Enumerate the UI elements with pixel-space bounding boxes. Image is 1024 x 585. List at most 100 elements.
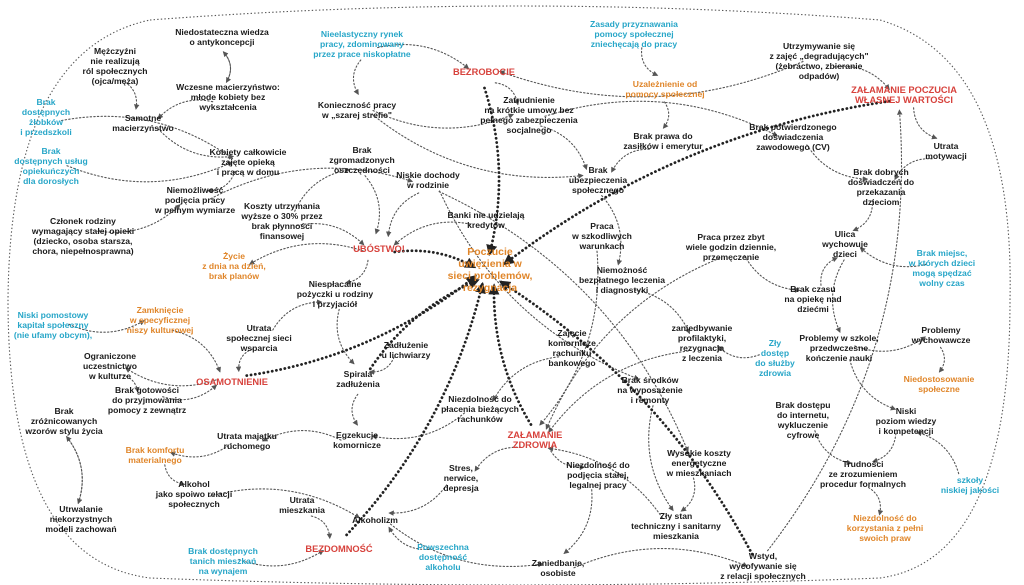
node-zalamanie-poczucia-wartosci: ZAŁAMANIE POCZUCIA WŁASNEJ WARTOŚCI [851,85,957,105]
node-kobiety-zajete-opieka: Kobiety całkowicie zajęte opieką i pracą… [209,147,287,177]
connection-arrow [494,82,520,106]
connection-arrow [492,356,560,402]
connection-arrow [831,259,845,334]
connection-arrow [388,526,430,550]
node-ulica-wychowuje: Ulica wychowuje dzieci [822,229,868,259]
connection-arrow [545,257,721,430]
node-utrata-mieszkania: Utrata mieszkania [279,495,325,515]
connection-arrow [310,515,333,540]
node-brak-srodkow-remonty: Brak środków na wyposażenie i remonty [617,375,683,405]
strong-connection-arrow [245,275,478,377]
node-brak-uslug-opiekunczych: Brak dostępnych usług opiekuńczych dla d… [14,146,88,186]
node-brak-komfortu-materialnego: Brak komfortu materialnego [125,445,185,465]
connection-arrow [157,99,214,120]
node-niezdolnosc-placenia-rachunkow: Niezdolność do płacenia bieżących rachun… [441,394,519,424]
node-ograniczone-uczestnictwo: Ograniczone uczestnictwo w kulturze [83,351,137,381]
connection-arrow [393,221,472,246]
node-niemoznosc-pelnego-wymiaru: Niemożliwość podjęcia pracy w pełnym wym… [154,185,236,215]
node-zajecie-komornicze: Zajęcie komornicze rachunku bankowego [548,328,596,368]
node-utrata-sieci-wsparcia: Utrata społecznej sieci wsparcia [226,323,292,353]
node-niemoznosc-leczenia: Niemożność bezpłatnego leczenia i diagno… [579,265,665,295]
connection-arrow [573,548,749,569]
strong-connection-arrow [368,278,480,371]
strong-connection-arrow [483,86,501,257]
strong-connection-arrow [498,280,754,556]
connection-arrow [372,109,515,129]
node-spirala-zadluzenia: Spirala zadłużenia [336,369,380,389]
node-czlonek-rodziny-opieka: Członek rodziny wymagający stałej opieki… [31,216,135,256]
node-niskie-dochody: Niskie dochody w rodzinie [396,170,460,190]
node-brak-gotowosci-pomoc: Brak gotowości do przyjmowania pomocy z … [107,385,187,415]
node-niezdolnosc-praw: Niezdolność do korzystania z pełni swoic… [846,513,924,543]
node-egzekucje-komornicze: Egzekucje komornicze [333,430,381,450]
node-wczesne-macierzynstwo: Wczesne macierzyństwo: młode kobiety bez… [176,82,280,112]
connection-arrow [248,243,364,265]
connection-arrow [938,346,945,373]
node-osamotnienie: OSAMOTNIENIE [196,377,268,387]
node-zycie-z-dnia-na-dzien: Życie z dnia na dzień, brak planów [202,251,266,281]
node-praca-zbyt-wiele-godzin: Praca przez zbyt wiele godzin dziennie, … [685,232,777,262]
node-brak-miejsc-dla-dzieci: Brak miejsc, w których dzieci mogą spędz… [908,248,976,288]
connection-arrow [238,550,325,567]
connection-arrow [548,350,689,433]
node-zaniedbanie-osobiste: Zaniedbanie, osobiste [531,558,585,578]
connection-arrow [235,348,253,373]
connection-arrow [498,60,804,98]
connection-arrow [544,100,779,137]
connection-arrow [540,125,588,171]
node-zamkniecie-w-niszy: Zamknięcie w specyficznej niszy kulturow… [126,305,194,335]
node-koszty-utrzymania: Koszty utrzymania wyższe o 30% przez bra… [241,201,323,241]
node-powszechna-dostepnosc-alkoholu: Powszechna dostępność alkoholu [417,542,469,572]
connection-arrow [294,167,351,212]
node-alkoholizm: Alkoholizm [352,515,398,525]
node-szara-strefa: Konieczność pracy w „szarej strefie" [317,100,397,120]
connection-arrow [364,175,380,235]
node-zalamanie-zdrowia: ZAŁAMANIE ZDROWIA [507,430,563,450]
node-brak-ubezpieczenia: Brak ubezpieczenia społecznego [568,165,628,195]
node-bezdomnosc: BEZDOMNOŚĆ [305,544,373,554]
connection-arrow [438,191,689,453]
node-brak-cv: Brak potwierdzonego doświadczenia zawodo… [749,122,837,152]
node-stres-depresja: Stres, nerwice, depresja [443,463,479,493]
node-nieelastyczny-rynek-pracy: Nieelastyczny rynek pracy, zdominowany p… [313,29,411,59]
node-niesplacalne-pozyczki: Niespłacalne pożyczki u rodziny i przyja… [296,279,374,309]
node-brak-dostepu-do-internetu: Brak dostępu do internetu, wykluczenie c… [775,400,831,440]
node-zajecia-degradujace: Utrzymywanie się z zajęć „degradujących"… [769,41,869,81]
node-niski-kapital-spoleczny: Niski pomostowy kapitał społeczny (nie u… [13,310,93,340]
connection-arrow [439,190,640,380]
node-samotne-macierzynstwo: Samotne macierzyństwo [112,113,174,133]
connection-arrow [162,384,218,401]
connection-arrow [867,486,884,516]
connection-arrow [716,345,760,359]
connection-arrow [262,430,342,442]
connection-arrow [164,464,186,487]
strong-connection-arrow [393,249,477,269]
node-utrata-motywacji: Utrata motywacji [925,141,967,161]
node-zaniedbywanie-profilaktyki: zaniedbywanie profilaktyki, rezygnacja z… [671,323,733,363]
node-problemy-w-szkole: Problemy w szkole, przedwczesne kończeni… [799,333,879,363]
connection-arrow [371,113,584,179]
connection-arrow [547,446,663,519]
connection-arrow [767,109,903,552]
node-niedostosowanie-spoleczne: Niedostosowanie społeczne [903,374,975,394]
node-zly-dostep-do-zdrowia: Zły dostęp do służby zdrowia [755,338,795,378]
connection-arrow [206,170,236,194]
connection-arrow [66,435,83,504]
connection-arrow [368,356,395,375]
connection-arrow [743,255,801,293]
strong-connection-arrow [345,281,486,537]
connection-arrow [210,167,414,200]
node-poczucie-uwiezienia: Poczucie uwięzienia w sieci problemów, r… [447,246,533,294]
node-uzaleznienie-od-pomocy: Uzależnienie od pomocy społecznej [625,79,705,99]
node-szkoly-niskiej-jakosci: szkoły niskiej jakości [940,475,1000,495]
connection-arrow [854,336,927,352]
node-ubostwo: UBÓSTWO! [353,244,405,254]
connection-arrow [171,329,221,373]
connection-arrow [371,412,466,440]
node-praca-szkodliwe-warunki: Praca w szkodliwych warunkach [572,221,632,251]
node-brak-zlobkow: Brak dostępnych żłobków i przedszkoli [20,97,72,137]
connection-arrow [388,484,448,516]
connection-arrow [97,204,181,233]
connection-arrow [916,430,960,475]
